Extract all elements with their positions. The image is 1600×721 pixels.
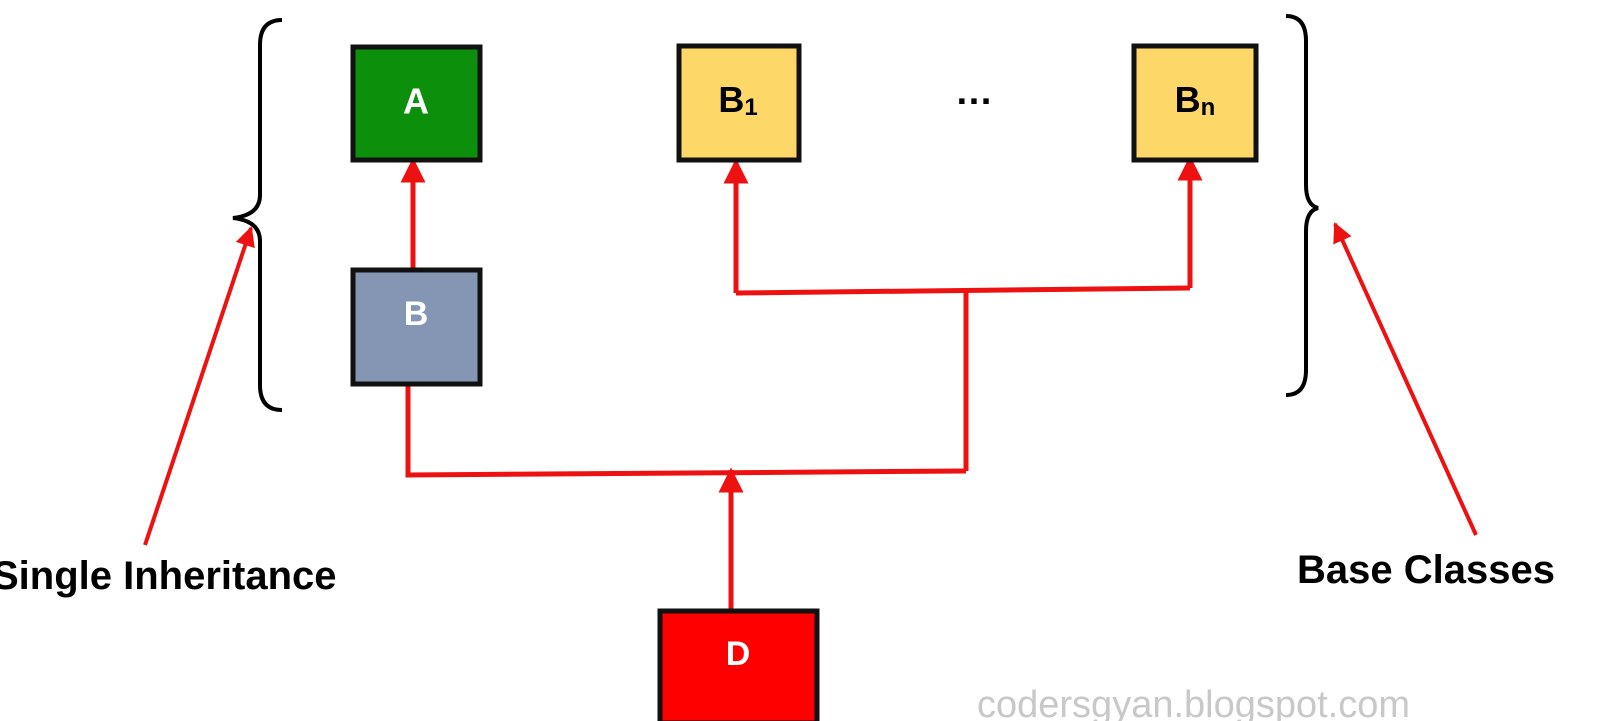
right-brace xyxy=(1285,14,1319,397)
box-b1-subscript: 1 xyxy=(744,94,757,121)
box-bn-subscript: n xyxy=(1201,94,1216,121)
watermark-text: codersgyan.blogspot.com xyxy=(977,684,1410,721)
box-d-rect xyxy=(657,608,820,721)
box-bn-rect xyxy=(1131,43,1259,163)
box-a-label: A xyxy=(403,81,429,122)
box-bn-label: Bn xyxy=(1175,79,1216,122)
box-b-rect xyxy=(350,267,483,387)
ellipsis: … xyxy=(955,71,993,113)
box-d-label: D xyxy=(726,635,751,673)
class-box-a: A xyxy=(350,44,483,163)
class-box-b: B xyxy=(350,267,483,387)
class-box-d: D xyxy=(657,608,820,721)
line-b-to-junction xyxy=(405,384,967,478)
box-b1-label: B1 xyxy=(718,79,757,122)
connector-lines xyxy=(400,155,1203,611)
class-box-b1: B1 xyxy=(676,43,802,163)
box-bn-letter: B xyxy=(1175,79,1201,120)
left-brace xyxy=(232,18,283,412)
box-b1-rect xyxy=(676,43,802,163)
class-box-bn: Bn xyxy=(1131,43,1259,163)
pointer-base-classes xyxy=(1333,222,1478,536)
box-b1-letter: B xyxy=(718,79,744,120)
label-single-inheritance: Single Inheritance xyxy=(0,554,337,598)
line-base-bar xyxy=(735,285,1191,296)
label-base-classes: Base Classes xyxy=(1297,548,1555,592)
pointer-single-inheritance xyxy=(143,226,255,546)
box-a-rect xyxy=(350,44,483,163)
box-b-label: B xyxy=(404,295,429,333)
